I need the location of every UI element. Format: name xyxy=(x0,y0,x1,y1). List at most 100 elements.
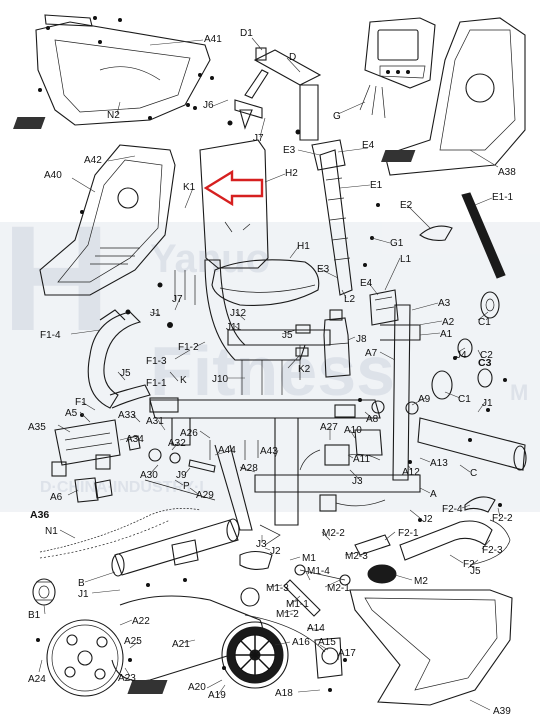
label-a19: A19 xyxy=(208,690,226,701)
chain-n1 xyxy=(39,508,201,559)
post-d xyxy=(227,47,322,141)
label-j6: J6 xyxy=(203,100,214,111)
label-a13: A13 xyxy=(430,458,448,469)
highlight-arrow xyxy=(203,169,264,207)
label-a28: A28 xyxy=(240,463,258,474)
label-f2-2: F2-2 xyxy=(492,513,513,524)
label-m1-4: M1-4 xyxy=(307,566,330,577)
electrical-a11 xyxy=(299,444,381,471)
label-a2: A2 xyxy=(442,317,455,328)
label-a1: A1 xyxy=(440,329,453,340)
label-j10: J10 xyxy=(212,374,229,385)
label-j5-b: J5 xyxy=(120,368,131,379)
label-e1-1: E1-1 xyxy=(492,192,514,203)
label-c2: C2 xyxy=(480,350,493,361)
label-a23: A23 xyxy=(118,673,136,684)
upright-e1 xyxy=(311,139,353,296)
label-j12: J12 xyxy=(230,308,247,319)
label-f1-1: F1-1 xyxy=(146,378,167,389)
label-n1: N1 xyxy=(45,526,58,537)
cap-e2 xyxy=(419,225,453,241)
label-m1-2: M1-2 xyxy=(276,609,299,620)
label-l1: L1 xyxy=(400,254,412,265)
label-b: B xyxy=(78,578,85,589)
label-j1-c: J1 xyxy=(78,589,89,600)
label-a24: A24 xyxy=(28,674,46,685)
label-j1-a: J1 xyxy=(150,308,161,319)
label-b1: B1 xyxy=(28,610,41,621)
label-f1-2: F1-2 xyxy=(178,342,199,353)
label-k: K xyxy=(180,375,187,386)
pedal-assembly xyxy=(239,534,397,617)
flywheel-a16 xyxy=(221,587,343,689)
label-a43: A43 xyxy=(260,446,278,457)
label-j4: J4 xyxy=(456,350,467,361)
label-a36: A36 xyxy=(30,509,49,521)
label-e1: E1 xyxy=(370,180,383,191)
label-e2: E2 xyxy=(400,200,413,211)
label-h1: H1 xyxy=(297,241,310,252)
label-n2: N2 xyxy=(107,110,120,121)
label-a5: A5 xyxy=(65,408,78,419)
tube-b xyxy=(111,518,240,577)
label-a35: A35 xyxy=(28,422,46,433)
label-e4-mid: E4 xyxy=(360,278,373,289)
label-a15: A15 xyxy=(318,637,336,648)
label-m1-1: M1-1 xyxy=(286,599,309,610)
label-j11: J11 xyxy=(226,322,242,333)
label-j7-top: J7 xyxy=(253,133,264,144)
label-a11: A11 xyxy=(353,454,370,465)
watermark-line1: Yanuo xyxy=(150,237,270,281)
label-a20: A20 xyxy=(188,682,206,693)
label-a8: A8 xyxy=(366,414,379,425)
label-j3-a: J3 xyxy=(352,476,363,487)
water-bottle xyxy=(323,309,351,378)
label-a32: A32 xyxy=(168,438,186,449)
label-k1: K1 xyxy=(183,182,196,193)
label-m2-1: M2-1 xyxy=(327,583,350,594)
label-g: G xyxy=(333,111,341,122)
label-c1-a: C1 xyxy=(478,317,491,328)
label-a38: A38 xyxy=(498,167,516,178)
label-a42: A42 xyxy=(84,155,102,166)
label-a7: A7 xyxy=(365,348,378,359)
label-a34: A34 xyxy=(126,434,144,445)
bracket-l1 xyxy=(369,289,399,326)
label-a21: A21 xyxy=(172,639,190,650)
label-a22: A22 xyxy=(132,616,150,627)
label-l2: L2 xyxy=(344,294,356,305)
watermark-fragment: M xyxy=(510,380,528,405)
label-a41: A41 xyxy=(204,34,222,45)
label-f2-4: F2-4 xyxy=(442,504,463,515)
front-cover-a38 xyxy=(381,17,526,176)
label-e4-top: E4 xyxy=(362,140,375,151)
label-a30: A30 xyxy=(140,470,158,481)
watermark-band xyxy=(0,222,540,512)
cover-a39 xyxy=(127,589,513,706)
label-m1: M1 xyxy=(302,553,316,564)
label-a29: A29 xyxy=(196,490,214,501)
label-a10: A10 xyxy=(344,425,362,436)
label-a39: A39 xyxy=(493,706,511,717)
watermark-tagline: D·CHINA·INDUSTRY·L xyxy=(40,479,209,496)
label-a16: A16 xyxy=(292,637,310,648)
label-f2-3: F2-3 xyxy=(482,545,503,556)
box-j3 xyxy=(319,494,386,512)
label-j2-a: J2 xyxy=(422,514,433,525)
label-d: D xyxy=(289,52,296,63)
label-a6: A6 xyxy=(50,492,63,503)
rear-tube-c xyxy=(417,417,527,471)
label-j5-a: J5 xyxy=(282,330,293,341)
label-f2-1: F2-1 xyxy=(398,528,419,539)
label-j1-b: J1 xyxy=(482,398,493,409)
strip-e1-1 xyxy=(461,192,506,279)
label-a18: A18 xyxy=(275,688,293,699)
label-m2: M2 xyxy=(414,576,428,587)
label-p: P xyxy=(183,481,190,492)
label-m1-3: M1-3 xyxy=(266,583,289,594)
label-a17: A17 xyxy=(338,648,356,659)
label-a: A xyxy=(430,489,437,500)
label-a44: A44 xyxy=(218,445,236,456)
label-f1-4: F1-4 xyxy=(40,330,61,341)
label-e3-top: E3 xyxy=(283,145,296,156)
